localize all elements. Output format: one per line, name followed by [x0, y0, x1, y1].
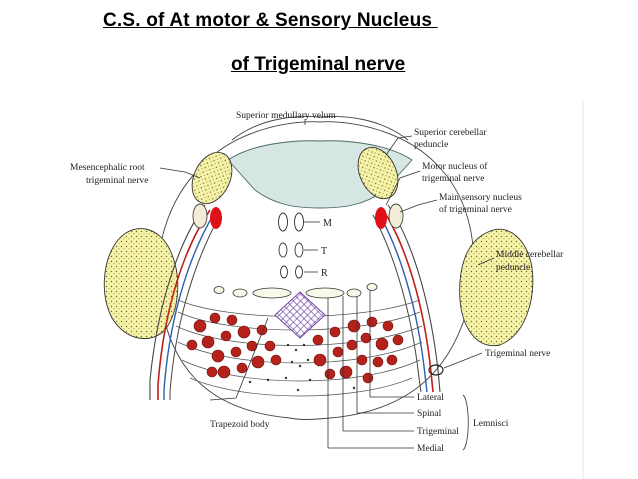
label-mesencephalic-root-1: Mesencephalic root [70, 163, 145, 173]
trigeminal-nerve-fibre-right-3 [377, 211, 428, 393]
superior-medullary-velum [231, 116, 409, 141]
label-motor-nucleus-1: Motor nucleus of [422, 161, 488, 172]
middle-cerebellar-peduncle-right [459, 228, 534, 347]
trigeminal-nerve-fibre-right-4 [372, 214, 422, 393]
label-r: R [321, 268, 328, 279]
label-trigeminal-nerve: Trigeminal nerve [485, 349, 550, 359]
lemniscus-oval-4 [305, 287, 345, 299]
lemniscus-oval-5 [346, 288, 362, 298]
superior-cerebellar-peduncle-left [191, 151, 233, 205]
label-superior-medullary-velum: Superior medullary velum [236, 111, 336, 121]
small-dots [248, 343, 356, 392]
trigeminal-nerve-fibre-left-4 [169, 214, 221, 400]
trigeminal-nerve-fibre-left-3 [163, 211, 216, 400]
title-line-1: C.S. of At motor & Sensory Nucleus [103, 10, 438, 31]
label-lemniscus-lateral: Lateral [417, 393, 444, 403]
oval-m-left [278, 212, 288, 232]
trapezoid-body-grid [274, 291, 326, 339]
label-lemniscus-medial: Medial [417, 444, 444, 454]
lemniscus-oval-3 [252, 287, 292, 299]
label-m: M [323, 218, 332, 229]
label-lemniscus-spinal: Spinal [417, 409, 442, 419]
oval-m-right [294, 212, 304, 232]
main-sensory-nucleus-left [192, 203, 208, 229]
oval-r-left [280, 265, 288, 279]
superior-cerebellar-peduncle-right [357, 146, 399, 200]
oval-r-right [295, 265, 303, 279]
lemniscus-oval-2 [232, 288, 248, 298]
label-mesencephalic-root-2: trigeminal nerve [86, 176, 149, 186]
label-lemnisci: Lemnisci [473, 419, 509, 429]
main-sensory-nucleus-right [388, 203, 404, 229]
label-trapezoid-body: Trapezoid body [210, 420, 270, 430]
trigeminal-nerve-root-loop [428, 364, 444, 376]
title-line-2: of Trigeminal nerve [231, 54, 406, 75]
leader-lines [159, 119, 495, 451]
motor-nucleus-left [210, 207, 222, 229]
label-superior-cerebellar-peduncle-1: Superior cerebellar [414, 128, 487, 138]
label-main-sensory-nucleus-2: of trigeminal nerve [439, 204, 512, 215]
motor-nucleus-right [375, 207, 387, 229]
lemniscus-oval-6 [366, 283, 378, 291]
label-t: T [321, 246, 327, 257]
label-lemniscus-trigeminal: Trigeminal [417, 427, 459, 437]
oval-t-right [294, 242, 304, 258]
label-motor-nucleus-2: trigeminal nerve [422, 174, 485, 184]
label-middle-cerebellar-peduncle-1: Middle cerebellar [496, 250, 564, 260]
oval-t-left [278, 242, 288, 258]
lemniscus-oval-1 [213, 286, 225, 294]
label-main-sensory-nucleus-1: Main sensory nucleus [439, 193, 522, 203]
label-middle-cerebellar-peduncle-2: peduncle [496, 263, 530, 273]
label-superior-cerebellar-peduncle-2: peduncle [414, 140, 448, 150]
